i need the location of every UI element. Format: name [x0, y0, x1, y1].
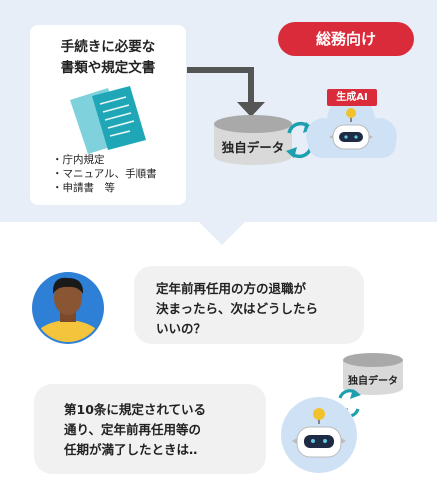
documents-title-line2: 書類や規定文書 — [60, 60, 156, 76]
database-label: 独自データ — [348, 376, 398, 387]
panel-pointer — [198, 221, 246, 245]
documents-card: 手続きに必要な 書類や規定文書 庁内規定 マニュアル、手順書 申請書 等 — [30, 25, 186, 205]
documents-list-item: 申請書 等 — [52, 181, 157, 195]
target-badge: 総務向け — [278, 22, 414, 56]
robot-icon — [281, 397, 357, 473]
answer-line: 第10条に規定されている — [64, 402, 207, 417]
user-avatar-icon — [32, 272, 104, 344]
question-bubble: 定年前再任用の方の退職が 決まったら、次はどうしたら いいの？ — [134, 266, 364, 344]
document-stack-icon — [70, 86, 146, 154]
documents-title-line1: 手続きに必要な — [60, 39, 156, 55]
answer-line: 任期が満了したときは‥ — [64, 442, 198, 457]
documents-list: 庁内規定 マニュアル、手順書 申請書 等 — [52, 153, 157, 195]
question-line: 定年前再任用の方の退職が — [156, 281, 307, 296]
question-line: 決まったら、次はどうしたら — [156, 301, 319, 316]
ai-tag: 生成AI — [327, 89, 377, 106]
database-icon — [214, 115, 292, 165]
documents-title: 手続きに必要な 書類や規定文書 — [30, 37, 186, 79]
answer-bubble: 第10条に規定されている 通り、定年前再任用等の 任期が満了したときは‥ — [34, 384, 266, 474]
flow-arrow-icon — [187, 67, 265, 117]
database-label: 独自データ — [221, 140, 285, 155]
answer-line: 通り、定年前再任用等の — [64, 422, 202, 437]
question-line: いいの？ — [156, 321, 207, 336]
database-icon — [343, 353, 403, 395]
robot-icon — [329, 108, 373, 150]
documents-list-item: マニュアル、手順書 — [52, 167, 157, 181]
documents-list-item: 庁内規定 — [52, 153, 157, 167]
